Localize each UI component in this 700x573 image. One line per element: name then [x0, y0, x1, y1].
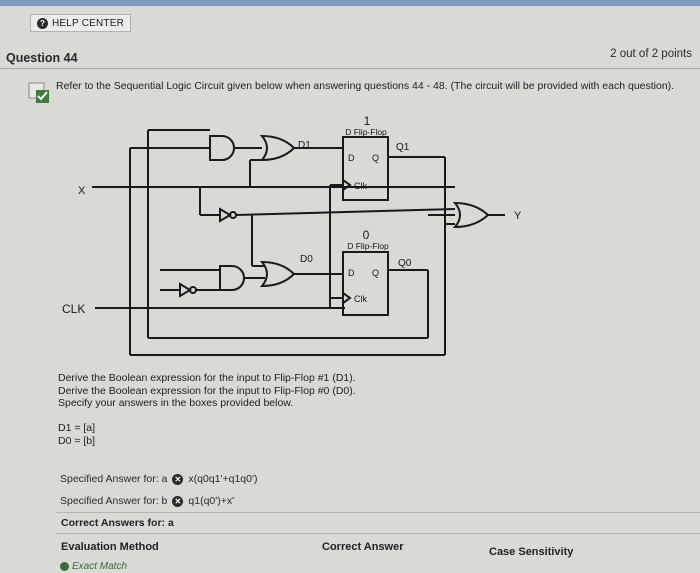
ff1-clk-pin: Clk	[354, 181, 367, 191]
instruction-line-1: Derive the Boolean expression for the in…	[58, 372, 356, 384]
ff0-number: 0	[363, 228, 370, 242]
ff0-clk-pin: Clk	[354, 294, 367, 304]
ff0-title: D Flip-Flop	[347, 241, 389, 251]
ff1-d-pin: D	[348, 153, 355, 163]
d0-definition: D0 = [b]	[58, 434, 96, 447]
incorrect-icon: ✕	[172, 495, 184, 507]
question-points: 2 out of 2 points	[610, 48, 692, 60]
evaluation-method-row: Exact Match	[60, 561, 127, 572]
ff1-q-pin: Q	[372, 153, 379, 163]
specified-answer-b: Specified Answer for: b ✕ q1(q0')+x'	[60, 495, 234, 507]
col-evaluation-method: Evaluation Method	[61, 541, 159, 553]
x-input-label: X	[78, 185, 86, 197]
top-bar	[0, 0, 700, 6]
correct-status-icon	[28, 82, 49, 103]
instruction-line-3: Specify your answers in the boxes provid…	[58, 397, 294, 409]
sequential-logic-circuit: 1 D Flip-Flop D Q Clk 0 D Flip-Flop D Q …	[62, 114, 522, 356]
ff1-number: 1	[364, 114, 371, 128]
correct-answers-title: Correct Answers for: a	[61, 517, 174, 529]
evaluation-method-value: Exact Match	[72, 561, 128, 572]
instruction-line-2: Derive the Boolean expression for the in…	[58, 384, 356, 397]
help-center-label: HELP CENTER	[52, 17, 125, 29]
table-divider	[56, 533, 700, 534]
specified-b-label: Specified Answer for: b	[60, 495, 168, 507]
d1-label: D1	[298, 140, 311, 151]
specified-b-value: q1(q0')+x'	[188, 495, 235, 507]
correct-answers-panel	[56, 512, 700, 573]
specified-a-label: Specified Answer for: a	[60, 473, 168, 485]
d1-definition: D1 = [a]	[58, 422, 96, 434]
q0-label: Q0	[398, 258, 412, 269]
help-center-button[interactable]: ? HELP CENTER	[30, 14, 132, 32]
d0-label: D0	[300, 254, 313, 265]
ff0-d-pin: D	[348, 268, 355, 278]
y-output-label: Y	[514, 210, 522, 222]
q1-label: Q1	[396, 142, 410, 153]
specified-a-value: x(q0q1'+q1q0')	[188, 473, 258, 485]
ff1-title: D Flip-Flop	[345, 127, 387, 137]
col-correct-answer: Correct Answer	[322, 541, 404, 553]
col-case-sensitivity: Case Sensitivity	[489, 546, 574, 558]
question-prompt: Refer to the Sequential Logic Circuit gi…	[56, 80, 675, 92]
divider	[0, 68, 700, 69]
help-icon: ?	[37, 17, 48, 29]
check-icon	[60, 562, 69, 571]
clk-input-label: CLK	[62, 302, 85, 316]
ff0-q-pin: Q	[372, 268, 379, 278]
incorrect-icon: ✕	[172, 473, 184, 485]
instructions: Derive the Boolean expression for the in…	[58, 372, 356, 410]
specified-answer-a: Specified Answer for: a ✕ x(q0q1'+q1q0')	[60, 473, 258, 485]
question-title: Question 44	[6, 51, 78, 65]
answer-definitions: D1 = [a] D0 = [b]	[58, 422, 95, 447]
